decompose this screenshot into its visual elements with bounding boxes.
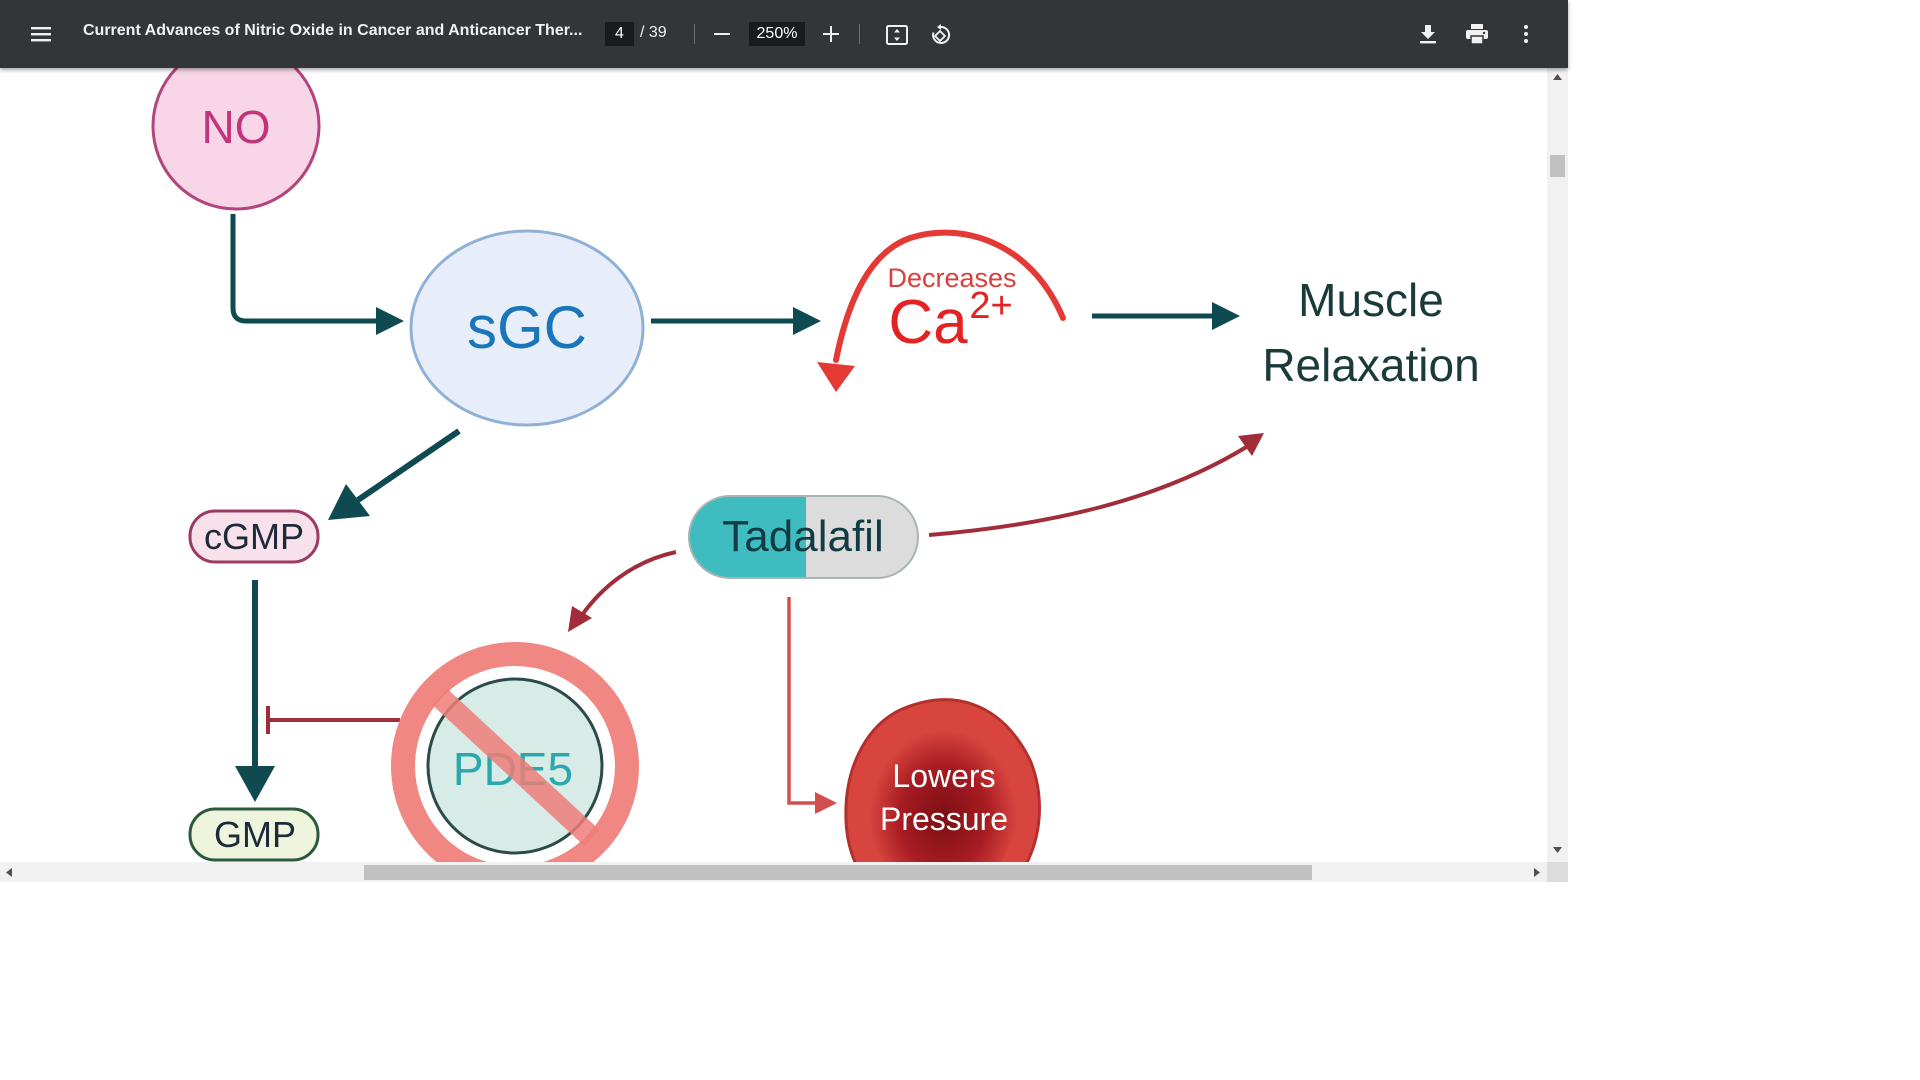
arrow-tadalafil-to-relaxation (928, 444, 1250, 537)
arrow-no-to-sgc (230, 214, 378, 324)
vertical-scroll-thumb[interactable] (1550, 155, 1565, 177)
gmp-label: GMP (214, 814, 296, 855)
menu-button[interactable] (22, 16, 60, 52)
more-actions-button[interactable] (1512, 20, 1540, 48)
page-total: / 39 (640, 24, 667, 41)
print-icon (1466, 24, 1488, 45)
sgc-node: sGC (409, 229, 645, 427)
sgc-label: sGC (467, 294, 587, 361)
relaxation-label: Relaxation (1262, 339, 1479, 391)
rotate-button[interactable] (926, 20, 956, 50)
toolbar-divider (694, 24, 695, 44)
decreases-calcium-node: Decreases Ca 2+ (817, 229, 1066, 392)
zoom-level-input[interactable]: 250% (749, 22, 805, 46)
pdf-toolbar: Current Advances of Nitric Oxide in Canc… (0, 0, 1568, 68)
page-number-input[interactable]: 4 (605, 22, 634, 46)
fit-page-icon (886, 25, 908, 45)
zoom-in-icon (823, 26, 839, 42)
cgmp-label: cGMP (204, 516, 304, 557)
decreases-label: Decreases (887, 263, 1016, 293)
arrow-tadalafil-to-pressure (787, 597, 818, 805)
download-icon (1420, 25, 1436, 44)
nitric-oxide-pathway-diagram: NO sGC Decreases Ca 2+ Muscle Relaxation (151, 68, 1480, 862)
arrowhead (1238, 433, 1264, 456)
zoom-in-button[interactable] (817, 20, 845, 48)
arrowhead (568, 606, 592, 632)
arrowhead (376, 307, 404, 335)
pressure-label: Pressure (880, 801, 1008, 837)
toolbar-divider (859, 24, 860, 44)
more-vert-icon (1524, 25, 1528, 43)
calcium-superscript: 2+ (969, 285, 1012, 327)
arrowhead (328, 484, 370, 520)
pde5-inhibited-node: PDE5 (391, 642, 639, 862)
arrow-tadalafil-to-pde5 (580, 550, 677, 617)
pdf-page-viewport: NO sGC Decreases Ca 2+ Muscle Relaxation (0, 68, 1547, 862)
menu-icon (31, 27, 51, 42)
tadalafil-node: Tadalafil (688, 495, 919, 579)
scroll-left-icon[interactable] (6, 868, 12, 877)
horizontal-scroll-thumb[interactable] (364, 865, 1312, 880)
muscle-label: Muscle (1298, 274, 1444, 326)
print-button[interactable] (1462, 20, 1492, 48)
arrowhead (1212, 302, 1240, 330)
arrowhead (235, 766, 275, 802)
rotate-icon (932, 24, 951, 44)
fit-to-page-button[interactable] (882, 20, 912, 50)
arrowhead (793, 307, 821, 335)
lowers-pressure-node: Lowers Pressure (844, 698, 1041, 862)
gmp-node: GMP (188, 807, 320, 862)
tadalafil-label: Tadalafil (722, 512, 883, 561)
muscle-relaxation-node: Muscle Relaxation (1262, 274, 1479, 391)
zoom-out-button[interactable] (708, 20, 736, 48)
scrollbar-corner (1547, 862, 1568, 882)
vertical-scrollbar[interactable] (1547, 68, 1568, 862)
lowers-label: Lowers (892, 758, 995, 794)
calcium-label: Ca (888, 288, 968, 357)
no-node: NO (151, 68, 321, 211)
document-title: Current Advances of Nitric Oxide in Canc… (83, 22, 583, 39)
download-button[interactable] (1414, 20, 1442, 48)
arrow-sgc-to-cgmp (356, 428, 461, 503)
scroll-right-icon[interactable] (1534, 868, 1540, 877)
zoom-out-icon (714, 33, 730, 35)
scroll-down-icon[interactable] (1553, 847, 1562, 853)
cgmp-node: cGMP (188, 509, 320, 564)
scroll-up-icon[interactable] (1553, 74, 1562, 80)
arrowhead (815, 792, 837, 814)
no-label: NO (202, 101, 271, 153)
